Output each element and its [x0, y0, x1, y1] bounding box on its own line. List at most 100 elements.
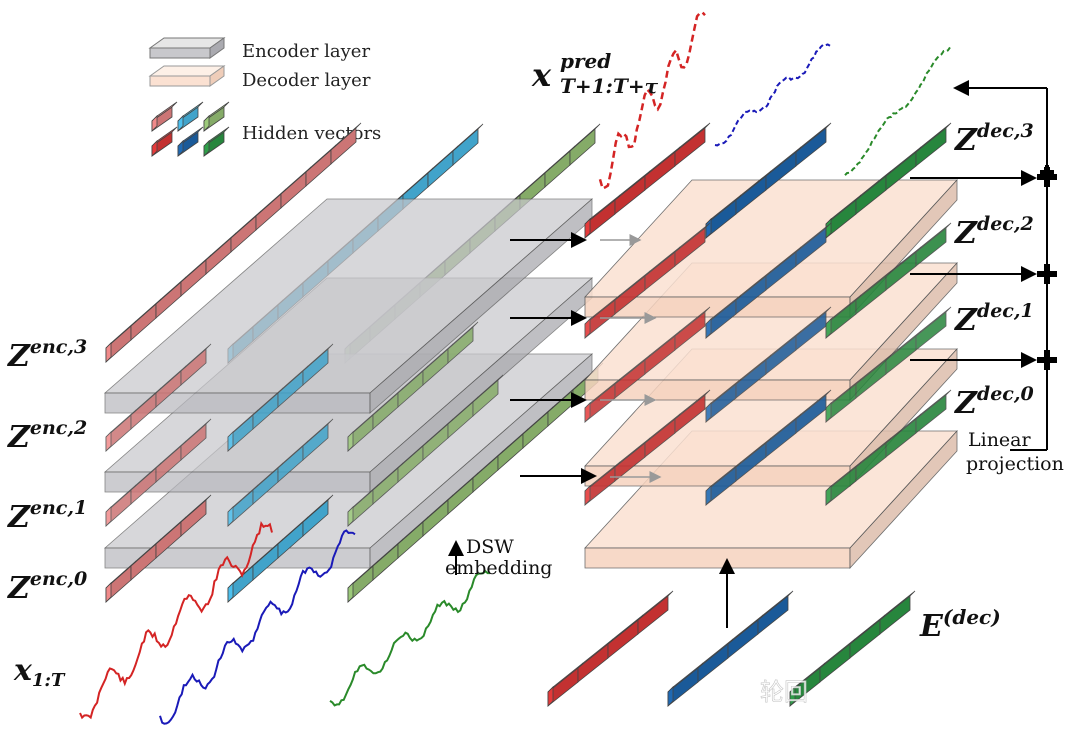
dsw-label-2: embedding [445, 557, 552, 579]
vector-segment-top [330, 122, 362, 151]
vector-cap [105, 582, 112, 603]
vector-segment-top [472, 374, 504, 403]
decoder-vectors [584, 122, 952, 506]
vector-cap [177, 115, 184, 132]
input-series-green [329, 569, 490, 707]
encoder-row-red [105, 343, 212, 452]
vector-cap [667, 686, 674, 707]
watermark: 轮回 [760, 679, 808, 706]
vector-segment-top [302, 343, 334, 372]
edec-vector-green [789, 590, 916, 707]
vector-cap [203, 140, 210, 157]
legend-dark-vector [203, 126, 230, 157]
dec-label-2: Zdec,2 [954, 213, 1034, 251]
vector-cap [347, 431, 354, 452]
dsw-label-1: DSW [466, 536, 514, 558]
vector-segment-top [915, 222, 952, 253]
vector-cap [347, 506, 354, 527]
vector-cap [151, 140, 158, 157]
vector-segment-top [180, 343, 212, 372]
vector-cap [584, 485, 591, 506]
vector-cap [227, 506, 234, 527]
vector-cap [825, 485, 832, 506]
vector-segment-top [302, 418, 334, 447]
vector-cap [151, 115, 158, 132]
decoder-vector-red [584, 122, 711, 239]
input-series-red [79, 520, 273, 720]
dec-label-3: Zdec,3 [954, 120, 1034, 158]
dec-label-1: Zdec,1 [954, 300, 1034, 338]
vector-cap [177, 140, 184, 157]
plus-icon [1037, 264, 1057, 284]
vector-cap [105, 342, 112, 363]
vector-segment-top [795, 306, 832, 337]
vector-segment-top [915, 122, 952, 153]
legend-hidden-swatches [151, 101, 230, 157]
decoder-vector-green [825, 122, 952, 239]
vector-cap [584, 402, 591, 423]
enc-label-1: Zenc,1 [7, 497, 87, 535]
legend-light-vector [203, 101, 230, 132]
decoder-vector-red [584, 222, 711, 339]
enc-label-2: Zenc,2 [7, 417, 87, 455]
encoder-labels: Zenc,3 Zenc,2 Zenc,1 Zenc,0 [7, 336, 87, 606]
vector-cap [105, 431, 112, 452]
linear-label-2: projection [966, 453, 1064, 475]
layer-front [584, 547, 851, 569]
vector-cap [825, 402, 832, 423]
vector-segment-top [795, 389, 832, 420]
enc-label-3: Zenc,3 [7, 336, 87, 374]
decoder-vector-blue [705, 122, 832, 239]
linear-label-1: Linear [968, 429, 1032, 451]
vector-segment-top [180, 418, 212, 447]
vector-segment-top [757, 590, 794, 621]
encoder-row-red [105, 494, 212, 603]
encoder-row-green [347, 362, 604, 603]
vector-cap [705, 318, 712, 339]
vector-segment-top [637, 590, 674, 621]
legend-dark-vector [177, 126, 204, 157]
vector-cap [584, 318, 591, 339]
legend-encoder-swatch [148, 37, 226, 59]
decoder-vector-green [825, 306, 952, 423]
vector-segment-top [180, 494, 212, 523]
decoder-vector-green [825, 222, 952, 339]
input-series-blue [159, 529, 356, 725]
input-series [79, 520, 490, 725]
vector-segment-top [674, 122, 711, 153]
encoder-to-decoder-arrows [510, 232, 662, 484]
vector-segment-top [447, 321, 479, 350]
prediction-series [598, 10, 951, 191]
decoder-vector-green [825, 389, 952, 506]
vector-cap [547, 686, 554, 707]
encoder-row-red [105, 418, 212, 527]
encoder-row-blue [227, 343, 334, 452]
legend-hidden-label: Hidden vectors [242, 123, 381, 144]
vector-cap [789, 686, 796, 707]
decoder-vector-blue [705, 306, 832, 423]
vector-segment-top [795, 222, 832, 253]
pred-series-red [598, 10, 706, 191]
edec-vector-red [547, 590, 674, 707]
vector-segment-top [569, 123, 601, 152]
decoder-vector-blue [705, 389, 832, 506]
vector-segment-top [795, 122, 832, 153]
encoder-vector-red [105, 122, 362, 363]
layer-side [849, 429, 958, 570]
vector-segment-top [674, 389, 711, 420]
vector-segment-top [674, 306, 711, 337]
decoder-vector-red [584, 306, 711, 423]
pred-series-green [844, 46, 951, 176]
vector-segment-top [915, 389, 952, 420]
decoder-layer-3 [584, 178, 958, 319]
edec-vector-blue [667, 590, 794, 707]
vector-segment-top [302, 494, 334, 523]
vector-cap [203, 115, 210, 132]
decoder-vector-blue [705, 222, 832, 339]
edec-label: E(dec) [919, 605, 1001, 644]
plus-icon [1037, 165, 1057, 187]
legend-decoder-swatch [148, 65, 226, 87]
linear-projection-connectors [910, 80, 1057, 451]
